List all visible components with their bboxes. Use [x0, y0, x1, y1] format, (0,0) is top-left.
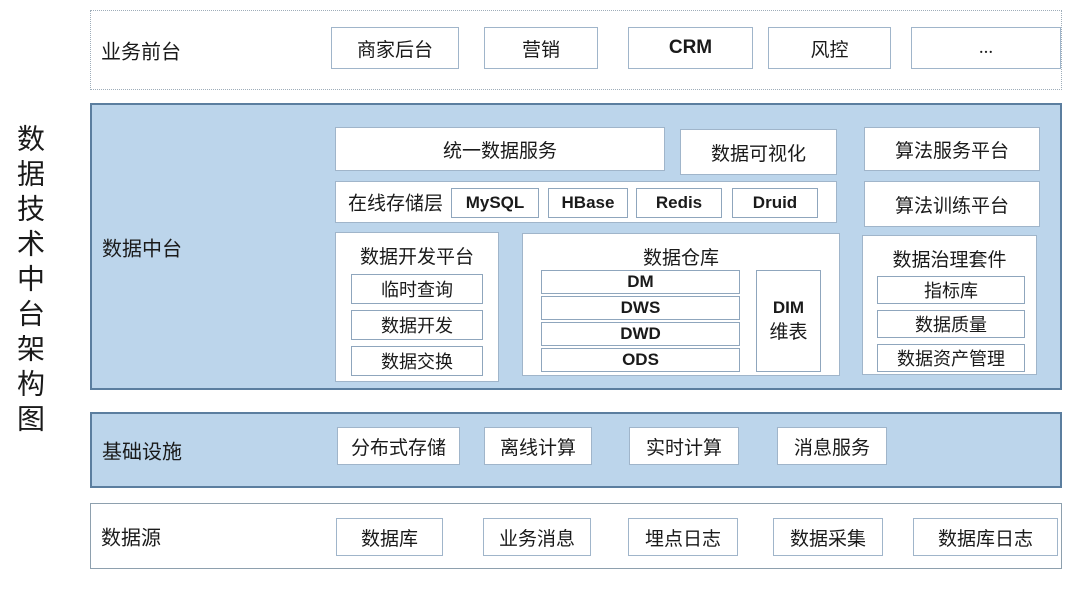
panel-data-dev-platform: 数据开发平台 临时查询 数据开发 数据交换: [335, 232, 499, 382]
box-merchant-backend: 商家后台: [331, 27, 459, 69]
data-governance-title: 数据治理套件: [892, 250, 1007, 271]
box-hbase: HBase: [548, 188, 628, 218]
box-redis: Redis: [636, 188, 722, 218]
diagram-vertical-title: 数据技术中台架构图: [13, 124, 44, 439]
box-ods-layer: ODS: [541, 348, 740, 372]
box-message-service: 消息服务: [777, 427, 887, 465]
online-storage-label: 在线存储层: [348, 193, 444, 215]
data-warehouse-title: 数据仓库: [642, 248, 719, 269]
band-data-source: 数据源 数据库 业务消息 埋点日志 数据采集 数据库日志: [90, 503, 1062, 569]
band-data-platform-label: 数据中台: [102, 238, 182, 260]
data-dev-platform-title: 数据开发平台: [359, 247, 474, 268]
box-realtime-computing: 实时计算: [629, 427, 739, 465]
dim-label-line1: DIM: [772, 297, 805, 317]
dim-label-line2: 维表: [769, 321, 808, 343]
box-distributed-storage: 分布式存储: [337, 427, 460, 465]
box-data-visualization: 数据可视化: [680, 129, 837, 175]
band-business-front-label: 业务前台: [101, 41, 181, 64]
box-data-development: 数据开发: [351, 310, 483, 340]
box-druid: Druid: [732, 188, 818, 218]
box-metric-library: 指标库: [877, 276, 1025, 304]
panel-data-governance: 数据治理套件 指标库 数据质量 数据资产管理: [862, 235, 1037, 375]
box-risk-control: 风控: [768, 27, 891, 69]
box-crm: CRM: [628, 27, 753, 69]
band-data-platform: 数据中台 统一数据服务 数据可视化 算法服务平台 在线存储层 MySQL HBa…: [90, 103, 1062, 390]
box-mysql: MySQL: [451, 188, 539, 218]
box-algo-service-platform: 算法服务平台: [864, 127, 1040, 171]
box-offline-computing: 离线计算: [484, 427, 592, 465]
box-dim-table: DIM 维表: [756, 270, 821, 372]
box-data-asset-management: 数据资产管理: [877, 344, 1025, 372]
box-dwd-layer: DWD: [541, 322, 740, 346]
panel-online-storage: 在线存储层 MySQL HBase Redis Druid: [335, 181, 837, 223]
panel-data-warehouse: 数据仓库 DM DWS DWD ODS DIM 维表: [522, 233, 840, 376]
box-database-log: 数据库日志: [913, 518, 1058, 556]
box-ellipsis: ...: [911, 27, 1061, 69]
box-data-quality: 数据质量: [877, 310, 1025, 338]
box-database: 数据库: [336, 518, 443, 556]
box-dm-layer: DM: [541, 270, 740, 294]
band-data-source-label: 数据源: [101, 527, 161, 550]
box-unified-data-service: 统一数据服务: [335, 127, 665, 171]
box-data-exchange: 数据交换: [351, 346, 483, 376]
box-dws-layer: DWS: [541, 296, 740, 320]
box-business-message: 业务消息: [483, 518, 591, 556]
box-data-collection: 数据采集: [773, 518, 883, 556]
band-business-front: 业务前台 商家后台 营销 CRM 风控 ...: [90, 10, 1062, 90]
band-infrastructure-label: 基础设施: [102, 441, 182, 464]
band-infrastructure: 基础设施 分布式存储 离线计算 实时计算 消息服务: [90, 412, 1062, 488]
box-tracking-log: 埋点日志: [628, 518, 738, 556]
box-adhoc-query: 临时查询: [351, 274, 483, 304]
box-algo-training-platform: 算法训练平台: [864, 181, 1040, 227]
box-marketing: 营销: [484, 27, 598, 69]
